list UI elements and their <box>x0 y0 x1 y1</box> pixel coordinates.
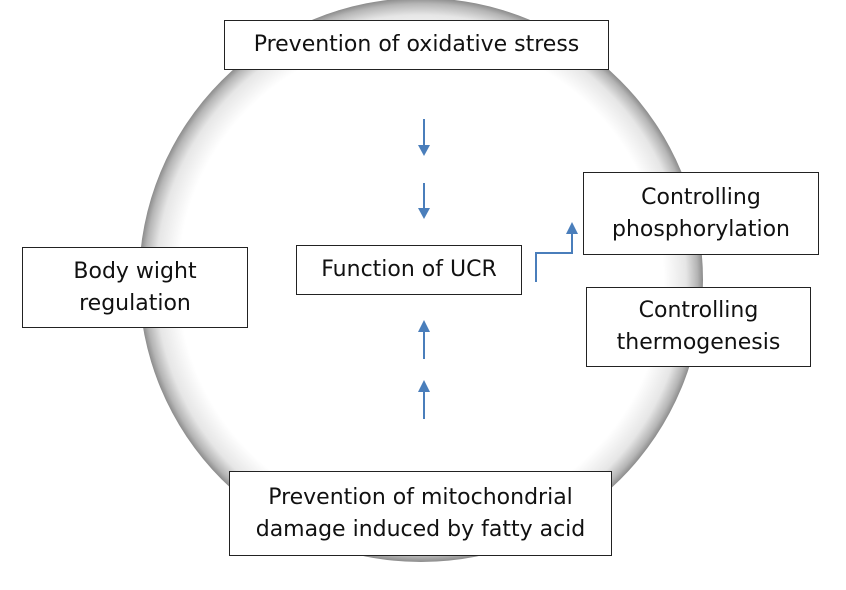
node-body-weight-regulation: Body wight regulation <box>22 247 248 328</box>
elbow-arrow <box>535 222 578 282</box>
node-text: Controlling thermogenesis <box>617 295 781 359</box>
node-label-line2: thermogenesis <box>616 330 781 355</box>
down-arrow-1 <box>418 119 430 156</box>
node-label-line1: Prevention of mitochondrial <box>268 484 573 510</box>
node-prevention-mitochondrial-damage: Prevention of mitochondrial damage induc… <box>229 471 612 556</box>
node-label-line2: phosphorylation <box>612 216 790 242</box>
node-prevention-oxidative-stress: Prevention of oxidative stress <box>224 20 609 70</box>
node-controlling-thermogenesis: Controlling thermogenesis <box>586 287 811 367</box>
node-label: Function of UCR <box>321 257 497 283</box>
node-label-line2: regulation <box>79 290 191 316</box>
node-text: Prevention of mitochondrial damage induc… <box>256 482 586 546</box>
node-text: Controlling phosphorylation <box>612 182 790 246</box>
node-label-line2: damage induced by fatty acid <box>255 516 586 542</box>
node-function-of-ucr: Function of UCR <box>296 245 522 295</box>
node-label: Prevention of oxidative stress <box>253 32 580 58</box>
node-label-line1: Controlling <box>641 184 761 210</box>
up-arrow-1 <box>418 320 430 359</box>
node-label-line1: Body wight <box>73 258 197 284</box>
down-arrow-2 <box>418 183 430 219</box>
node-label-line1: Controlling <box>638 298 759 324</box>
node-text: Body wight regulation <box>73 256 196 320</box>
node-controlling-phosphorylation: Controlling phosphorylation <box>583 172 819 255</box>
up-arrow-2 <box>418 380 430 419</box>
